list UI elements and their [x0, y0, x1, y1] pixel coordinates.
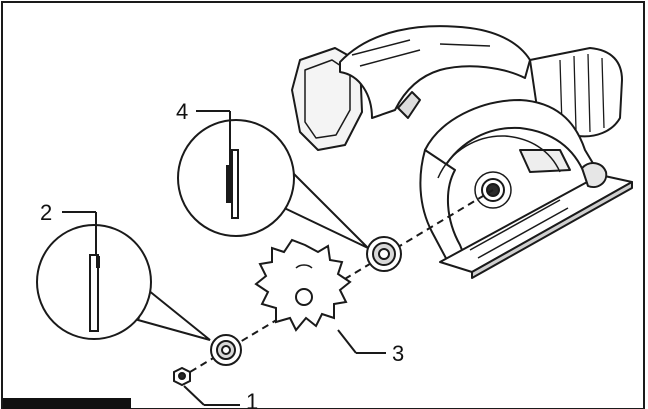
callout-3-leader: [337, 329, 357, 354]
callout-label-4: 4: [176, 99, 188, 124]
saw-blade: [254, 238, 352, 332]
lower-guard-lever: [519, 149, 571, 173]
spindle-hub: [474, 171, 512, 209]
detail-2-flange-plate: [89, 254, 99, 332]
hex-bolt-socket: [178, 372, 186, 380]
saw-handle: [339, 25, 531, 119]
handle-detail: [351, 39, 491, 67]
outer-flange: [210, 334, 242, 366]
base-plate-slot-2: [477, 207, 569, 259]
detail-view-outer-flange: [36, 211, 211, 341]
battery-detail: [304, 59, 351, 139]
callout-label-2: 2: [40, 200, 52, 225]
outer-flange-hole: [221, 345, 231, 355]
callout-label-3: 3: [392, 341, 404, 366]
saw-blade-arrow: [295, 264, 313, 269]
detail-view-inner-flange: [177, 110, 369, 249]
circular-saw: [291, 25, 633, 279]
trigger: [397, 91, 421, 119]
saw-blade-teeth: [254, 238, 352, 332]
inner-flange-hole: [378, 248, 390, 260]
detail-2-flange-boss: [96, 256, 100, 268]
base-plate-edge: [471, 181, 633, 279]
callout-1-leader: [183, 385, 205, 406]
base-plate-slot: [469, 199, 561, 251]
inner-flange: [366, 236, 402, 272]
figure-tab: [3, 398, 131, 409]
hex-bolt: [173, 366, 191, 387]
saw-blade-arbor-hole: [295, 288, 313, 306]
inner-guard-rim: [437, 135, 561, 179]
callout-label-1: 1: [246, 389, 258, 409]
detail-4-flange-boss: [226, 165, 233, 203]
motor-vents: [559, 53, 605, 133]
depth-knob: [581, 162, 608, 188]
